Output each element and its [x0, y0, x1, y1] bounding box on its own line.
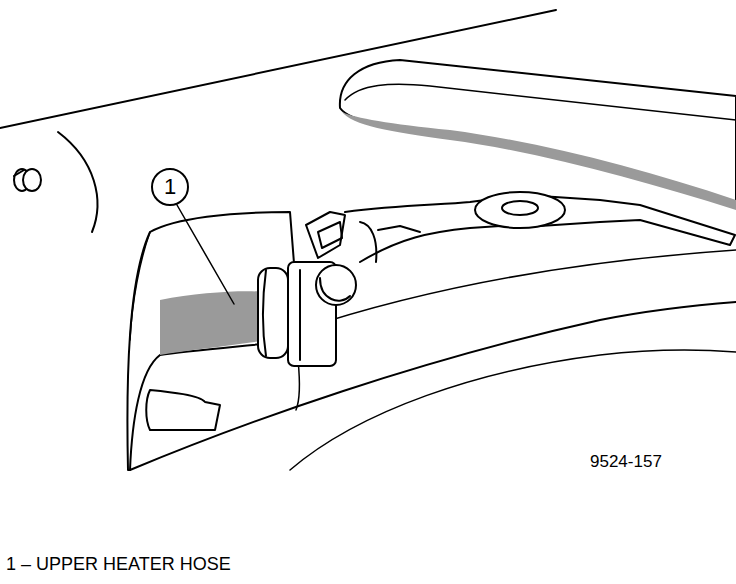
surface-line — [296, 360, 299, 410]
hose-shade — [160, 291, 268, 355]
lower-fitting — [146, 390, 220, 430]
figure-number: 9524-157 — [588, 452, 664, 472]
surface-line — [300, 250, 736, 330]
bolt — [14, 169, 41, 191]
heater-hose — [127, 212, 300, 470]
seal-highlight — [345, 84, 736, 120]
clamp-knob — [316, 265, 356, 305]
linkage-rod — [345, 192, 735, 262]
hose-elbow — [130, 232, 150, 340]
surface-line — [290, 350, 736, 470]
panel-curve — [58, 132, 97, 232]
callout-circle: 1 — [151, 168, 189, 206]
callout-number: 1 — [164, 174, 176, 200]
leader-line — [177, 205, 234, 304]
caption-legend: 1 – UPPER HEATER HOSE — [4, 554, 233, 575]
